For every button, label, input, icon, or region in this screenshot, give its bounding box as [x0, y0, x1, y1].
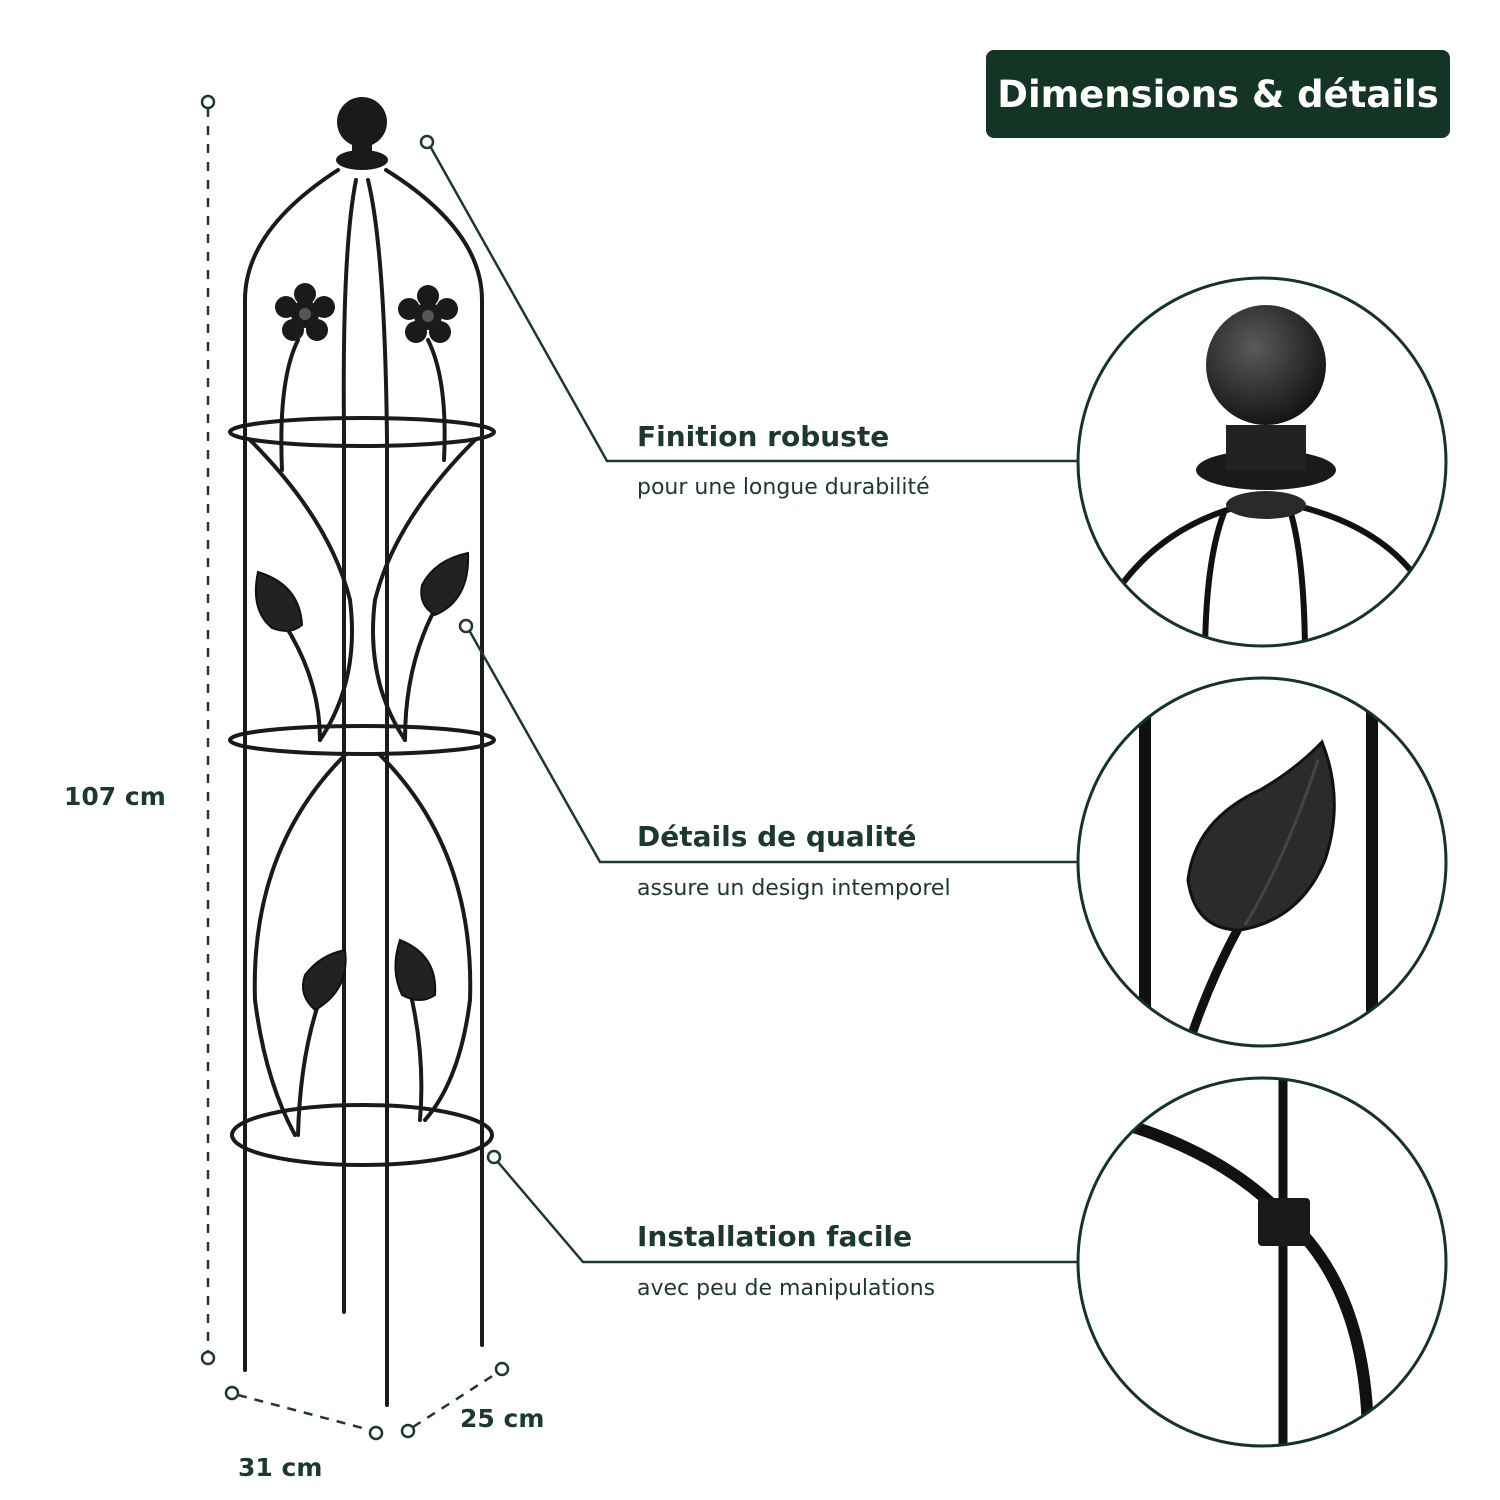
detail-circle-finial	[1076, 276, 1448, 648]
page-title: Dimensions & détails	[997, 72, 1439, 116]
base-dimension-lines	[224, 1361, 510, 1441]
feature-title-finition: Finition robuste	[637, 420, 890, 453]
leaf-ornaments	[254, 551, 470, 1012]
height-label: 107 cm	[64, 782, 166, 811]
width-label: 31 cm	[238, 1453, 323, 1482]
feature-subtitle-installation: avec peu de manipulations	[637, 1276, 936, 1301]
callout-leaders	[419, 134, 1078, 1264]
obelisk-trellis	[228, 97, 496, 1407]
feature-title-details: Détails de qualité	[637, 820, 917, 853]
height-dimension-line	[200, 94, 216, 1366]
feature-subtitle-details: assure un design intemporel	[637, 876, 951, 901]
detail-circle-connector	[1076, 1076, 1448, 1448]
depth-label: 25 cm	[460, 1404, 545, 1433]
detail-circle-leaf	[1076, 676, 1448, 1048]
feature-subtitle-finition: pour une longue durabilité	[637, 475, 930, 500]
title-banner: Dimensions & détails	[986, 50, 1450, 138]
feature-title-installation: Installation facile	[637, 1220, 913, 1253]
flower-ornaments	[275, 283, 458, 343]
